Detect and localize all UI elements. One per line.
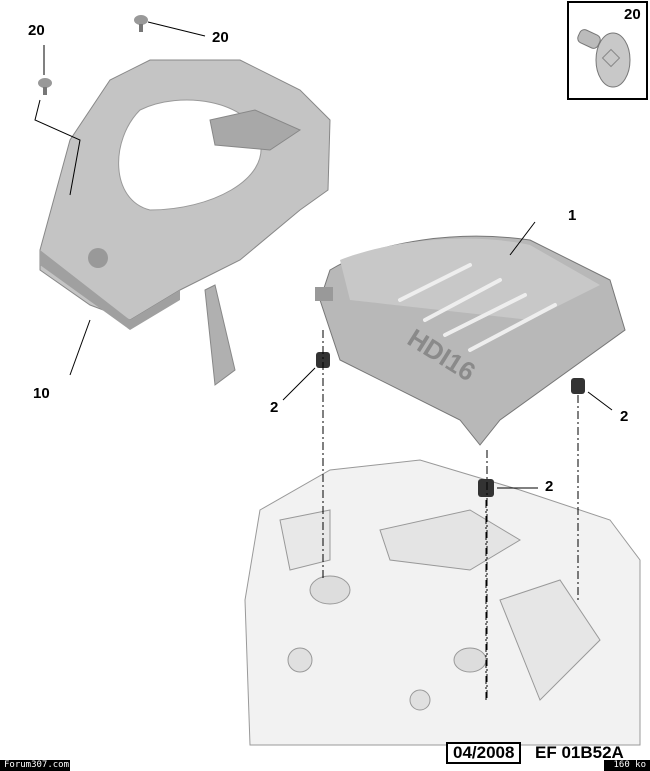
callout-clip-left: 20 xyxy=(28,22,45,39)
file-size: 160 ko xyxy=(604,760,650,771)
clip-top xyxy=(134,15,148,32)
grommet-left xyxy=(316,352,330,368)
callout-cover: 1 xyxy=(568,207,576,224)
clip-left xyxy=(38,78,52,95)
grommet-right xyxy=(571,378,585,394)
callout-grommet-left: 2 xyxy=(270,399,278,416)
inset-label: 20 xyxy=(624,6,641,23)
watermark: Forum307.com xyxy=(0,760,70,771)
assembly-lines xyxy=(322,330,579,700)
grommet-center xyxy=(478,479,494,497)
engine-block xyxy=(244,459,641,746)
callout-grommet-center: 2 xyxy=(545,478,553,495)
callout-shield: 10 xyxy=(33,385,50,402)
engine-shield xyxy=(39,59,331,386)
leader-lines xyxy=(34,21,613,489)
reference-code: EF 01B52A xyxy=(535,743,624,762)
callout-grommet-right: 2 xyxy=(620,408,628,425)
date-stamp: 04/2008 xyxy=(446,742,522,764)
engine-cover: HDI16 xyxy=(315,235,626,446)
callout-clip-top: 20 xyxy=(212,29,229,46)
inset-clip-detail: 20 xyxy=(567,1,648,100)
